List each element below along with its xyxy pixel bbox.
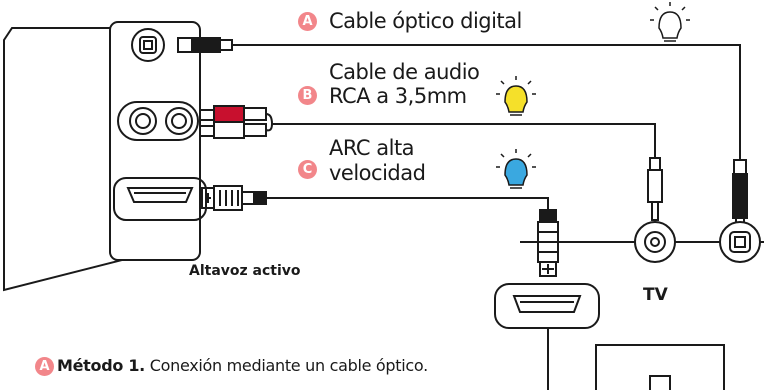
rca-port-icon xyxy=(117,101,199,141)
badge-b: B xyxy=(298,86,317,105)
label-hdmi-cable-line1: ARC alta xyxy=(329,136,415,160)
speaker-label: Altavoz activo xyxy=(189,263,301,279)
lightbulb-icon xyxy=(650,2,690,42)
tv-outline xyxy=(595,344,725,390)
optical-cable xyxy=(177,37,748,233)
label-optical-cable: Cable óptico digital xyxy=(329,9,522,33)
lightbulb-icon xyxy=(496,149,536,189)
hdmi-port-icon xyxy=(494,283,600,329)
tv-label: TV xyxy=(643,285,668,305)
optical-port-icon xyxy=(131,28,165,62)
badge-method: A xyxy=(35,357,54,376)
hdmi-cable xyxy=(201,185,559,277)
lightbulb-icon xyxy=(496,76,536,116)
3.5mm-port-icon xyxy=(634,221,676,263)
label-rca-cable-line1: Cable de audio xyxy=(329,60,480,84)
method-caption: Método 1. Conexión mediante un cable ópt… xyxy=(57,356,428,375)
label-hdmi-cable-line2: velocidad xyxy=(329,161,426,185)
optical-port-icon xyxy=(719,221,761,263)
method-title: Método 1. xyxy=(57,356,145,375)
rca-cable xyxy=(199,105,663,221)
label-rca-cable-line2: RCA a 3,5mm xyxy=(329,84,467,108)
method-text: Conexión mediante un cable óptico. xyxy=(149,356,428,375)
badge-c: C xyxy=(298,160,317,179)
badge-a: A xyxy=(298,12,317,31)
